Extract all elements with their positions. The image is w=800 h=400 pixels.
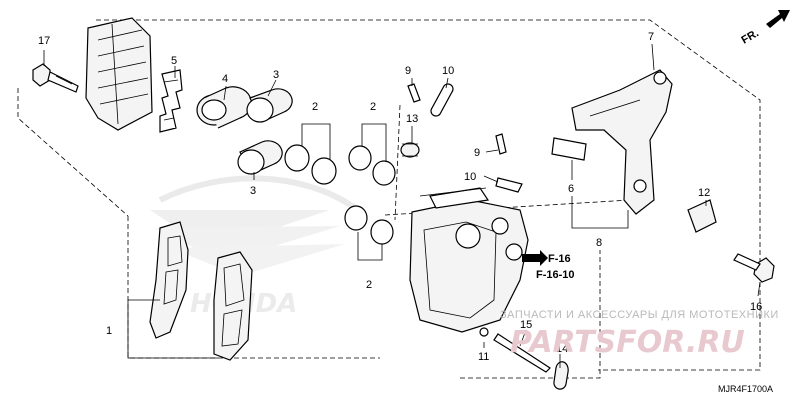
frame-left-line <box>17 88 129 217</box>
label-part-12: 12 <box>698 187 710 199</box>
frame-lower-line <box>460 250 601 379</box>
caliper-body <box>409 187 529 333</box>
label-part-11: 11 <box>478 351 489 363</box>
label-part-3-lower: 3 <box>250 185 256 197</box>
reference-f16-10[interactable]: F-16-10 <box>536 269 575 281</box>
caliper-bracket-part-7 <box>571 69 673 215</box>
leader-lines <box>43 43 761 368</box>
label-part-9-upper: 9 <box>405 65 411 77</box>
label-part-2-c: 2 <box>366 279 372 291</box>
shop-caption-watermark: ЗАПЧАСТИ И АКСЕССУАРЫ ДЛЯ МОТОТЕХНИКИ <box>500 309 779 321</box>
label-part-10-upper: 10 <box>442 65 454 77</box>
seal-rings-part-2 <box>284 144 396 245</box>
label-part-6: 6 <box>568 183 574 195</box>
label-part-9-lower: 9 <box>474 147 480 159</box>
label-part-3-upper: 3 <box>273 69 279 81</box>
pin-bolt-part-17 <box>32 63 79 93</box>
label-part-15: 15 <box>520 319 532 331</box>
boot-part-14 <box>553 361 569 390</box>
label-part-4: 4 <box>222 73 228 85</box>
label-part-5: 5 <box>171 55 177 67</box>
pad-cover-part <box>85 17 153 131</box>
piston-part-3-upper <box>246 88 293 123</box>
label-part-1: 1 <box>106 325 112 337</box>
bleeder-screw-part-9-upper <box>407 83 421 103</box>
bleeder-cap-part-10-upper <box>430 83 454 117</box>
label-part-14: 14 <box>556 343 568 355</box>
boot-part-12 <box>687 199 717 233</box>
bush-part-13 <box>400 142 420 158</box>
frame-inner-vertical <box>394 104 401 221</box>
front-direction-indicator: FR. <box>740 10 790 47</box>
label-part-2-a: 2 <box>312 101 318 113</box>
piston-part-3-lower <box>237 140 283 175</box>
bleeder-cap-part-10-lower <box>495 177 523 193</box>
front-direction-label: FR. <box>740 27 761 46</box>
pin-bolt-part-15 <box>493 333 551 373</box>
front-arrow-icon <box>766 10 790 28</box>
part-labels: 17 5 4 3 3 2 2 2 1 9 10 13 9 10 11 15 14… <box>38 31 762 363</box>
mounting-bolt-part-16 <box>733 253 775 283</box>
label-part-8: 8 <box>596 237 602 249</box>
pad-retainer-part-6 <box>551 137 587 161</box>
bleeder-screw-part-9-lower <box>495 133 507 155</box>
label-part-10-lower: 10 <box>464 171 476 183</box>
frame-top-line <box>96 19 761 371</box>
label-part-7: 7 <box>648 31 654 43</box>
label-part-17: 17 <box>38 35 50 47</box>
reference-f16[interactable]: F-16 <box>548 253 571 265</box>
label-part-2-b: 2 <box>370 101 376 113</box>
o-ring-part-11 <box>479 327 489 337</box>
diagram-code: MJR4F1700A <box>718 384 773 394</box>
reference-arrow-icon <box>522 250 548 266</box>
shop-name-watermark: PARTSFOR.RU <box>510 325 745 360</box>
label-part-16: 16 <box>750 301 762 313</box>
label-part-13: 13 <box>406 113 418 125</box>
piston-part-4 <box>196 86 252 129</box>
pad-spring-part-5 <box>159 69 183 133</box>
reference-callout: F-16 F-16-10 <box>522 250 575 281</box>
brake-pads-part-1 <box>149 221 253 361</box>
